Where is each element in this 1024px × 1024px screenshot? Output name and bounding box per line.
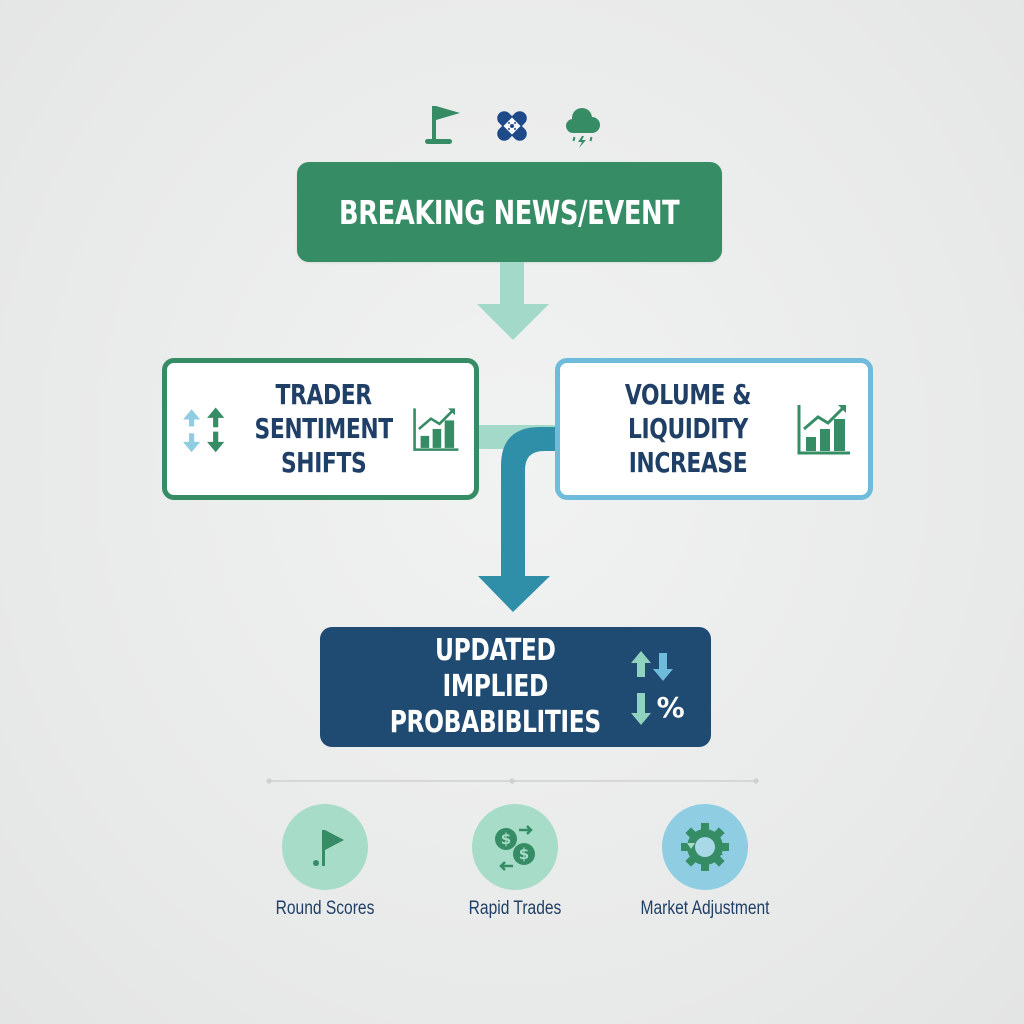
teal-curved-arrow — [478, 427, 559, 612]
volume-liquidity-card: VOLUME & LIQUIDITY INCREASE — [555, 358, 873, 500]
bar-chart-growth-icon — [413, 408, 459, 451]
storm-cloud-icon — [566, 108, 600, 148]
updated-probabilities-box: UPDATED IMPLIED PROBABIBLITIES % — [320, 627, 711, 747]
rapid-trades-circle: $ $ — [472, 804, 558, 890]
volume-card-text: VOLUME & LIQUIDITY INCREASE — [624, 378, 752, 479]
round-scores-label: Round Scores — [275, 898, 375, 919]
result-text: UPDATED IMPLIED PROBABIBLITIES — [389, 633, 601, 740]
up-down-arrows-icon — [183, 407, 225, 453]
svg-text:$: $ — [501, 830, 511, 848]
event-label: BREAKING NEWS/EVENT — [339, 192, 680, 232]
market-adjustment-label: Market Adjustment — [640, 898, 770, 919]
golf-flag-icon — [313, 830, 344, 866]
rapid-trades-label-wrap: Rapid Trades — [420, 898, 610, 920]
svg-text:$: $ — [519, 845, 529, 863]
bar-chart-growth-icon — [797, 405, 850, 455]
golf-flag-icon — [425, 106, 460, 144]
bottom-item-round-scores — [282, 804, 368, 890]
trader-sentiment-card: TRADER SENTIMENT SHIFTS — [162, 358, 479, 500]
bottom-item-market-adjustment — [662, 804, 748, 890]
trader-card-text: TRADER SENTIMENT SHIFTS — [254, 378, 393, 479]
market-adjustment-label-wrap: Market Adjustment — [610, 898, 800, 920]
timeline-divider — [266, 778, 759, 784]
bottom-item-rapid-trades: $ $ — [472, 804, 558, 890]
round-scores-label-wrap: Round Scores — [230, 898, 420, 920]
market-adjustment-circle — [662, 804, 748, 890]
rapid-trades-label: Rapid Trades — [468, 898, 562, 919]
percent-symbol: % — [656, 691, 685, 724]
top-icons-row — [420, 100, 610, 150]
round-scores-circle — [282, 804, 368, 890]
gear-cycle-icon — [681, 823, 729, 871]
bandage-icon — [497, 111, 527, 141]
dollar-exchange-icon: $ $ — [495, 825, 535, 871]
probability-change-icon: % — [630, 647, 691, 727]
mint-down-arrow — [477, 262, 549, 340]
breaking-news-box: BREAKING NEWS/EVENT — [297, 162, 722, 262]
